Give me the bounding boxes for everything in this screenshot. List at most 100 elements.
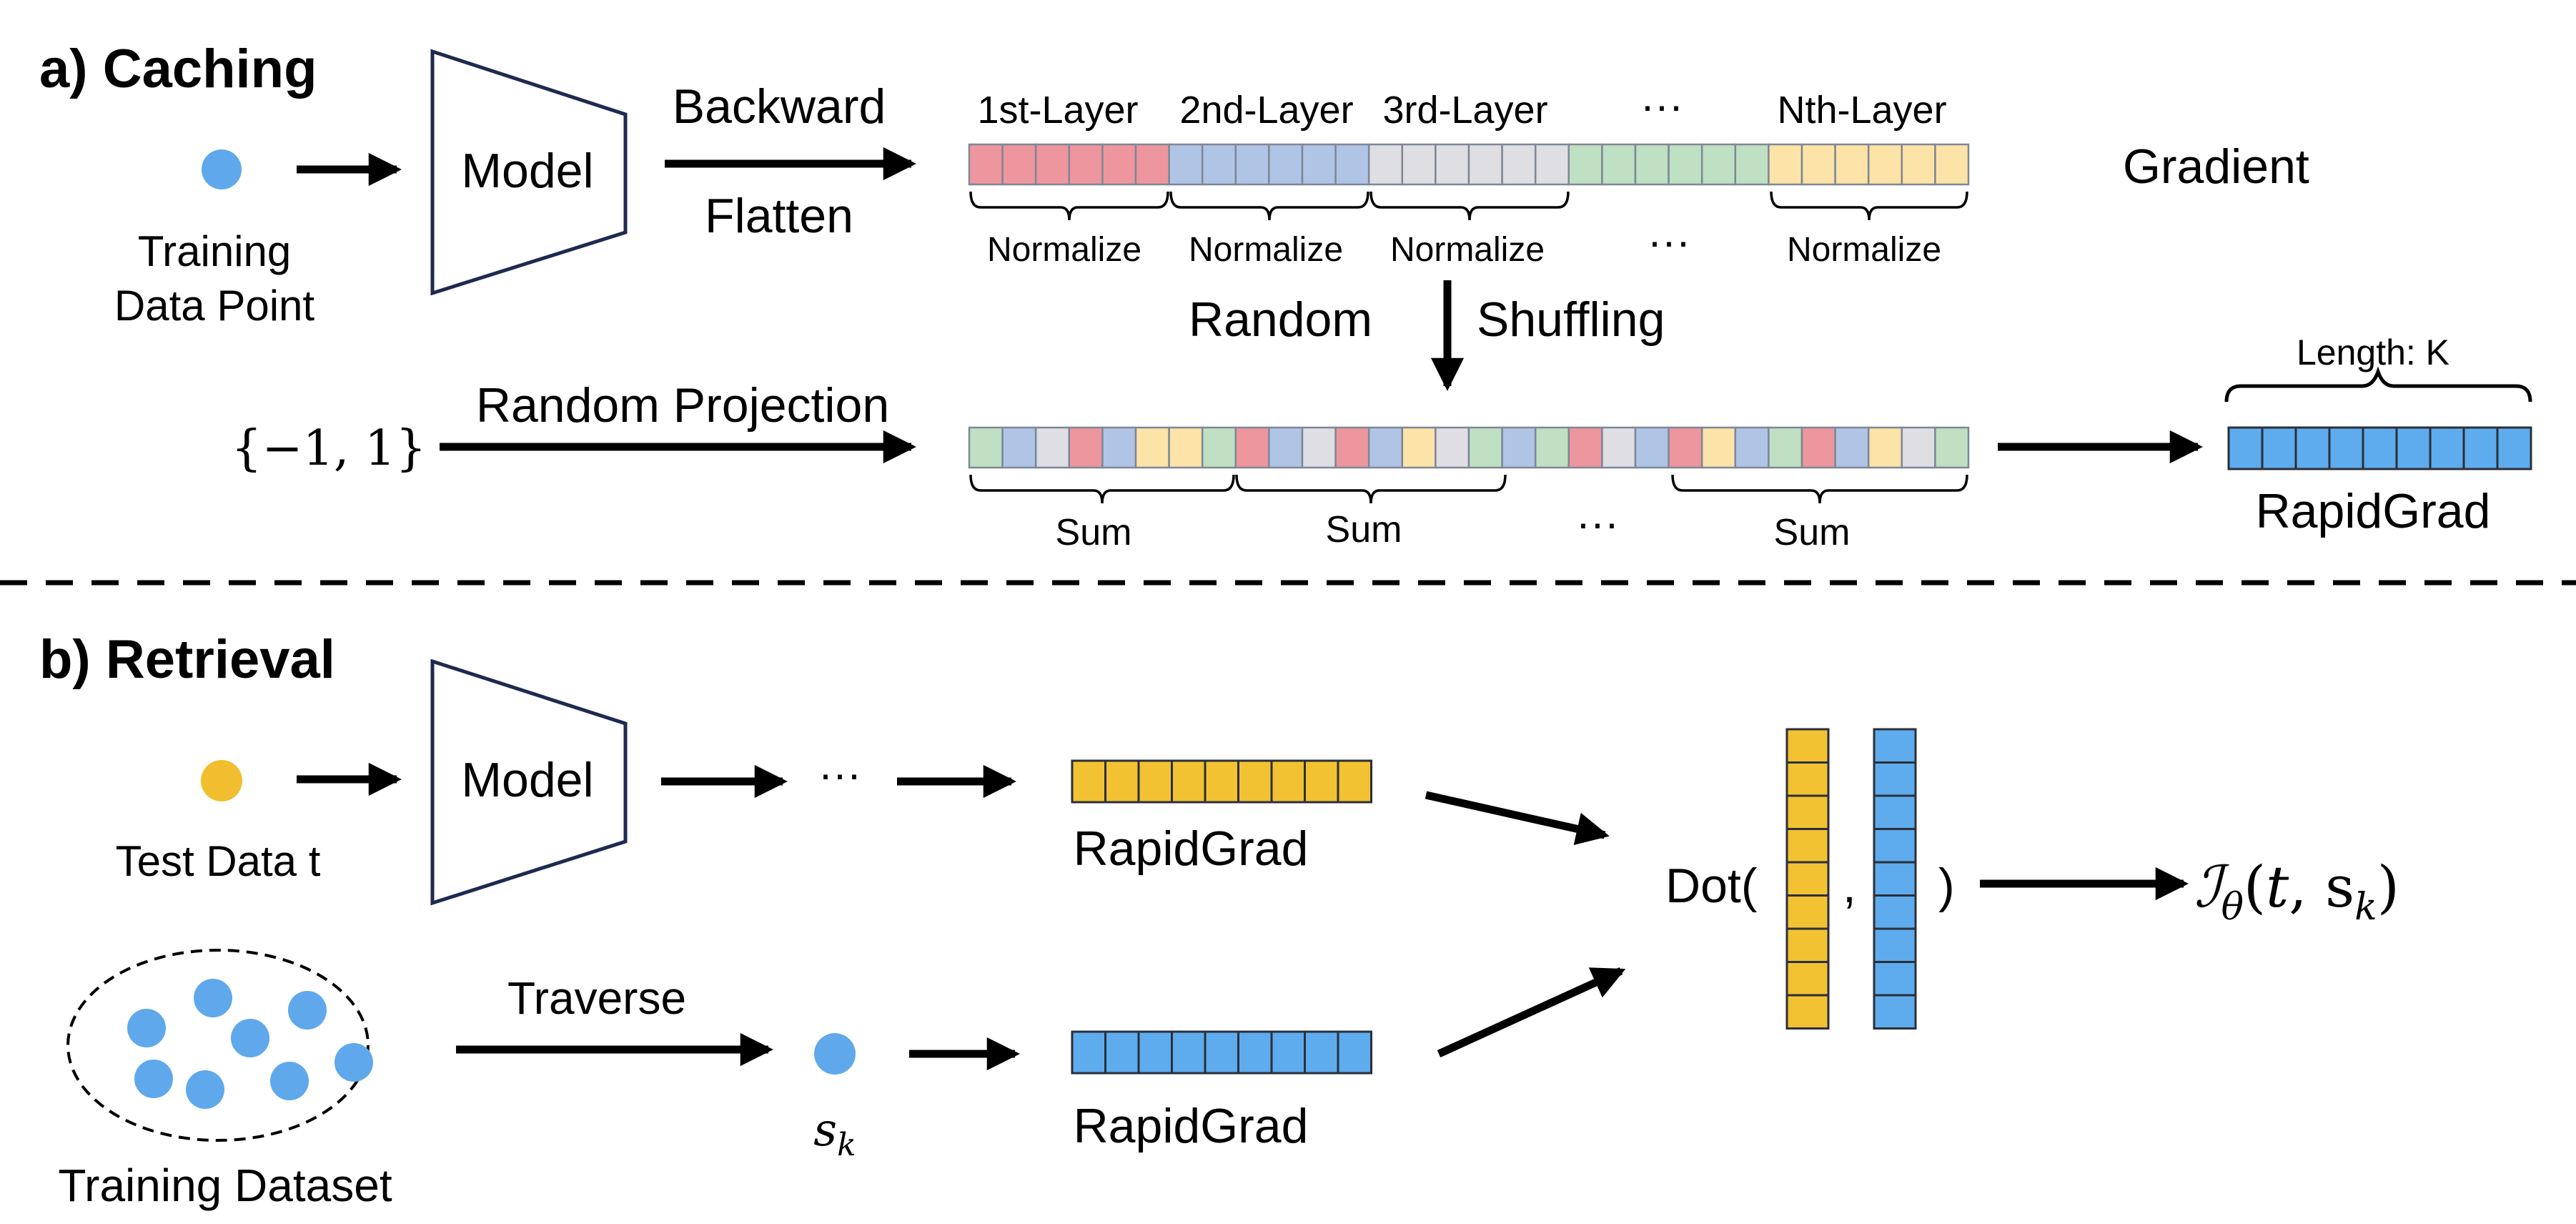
normalize-label-1: Normalize <box>987 231 1141 269</box>
rapidgrad-cell <box>2496 426 2532 470</box>
shuffled-cell <box>1068 426 1104 469</box>
gradient-cell <box>1068 143 1104 186</box>
rapidgrad-cell <box>1270 1030 1306 1075</box>
vector-cell <box>1873 728 1917 764</box>
rapidgrad-cell <box>1337 759 1372 804</box>
gradient-cell <box>1834 143 1870 186</box>
rapidgrad-vector-train <box>1071 1030 1372 1075</box>
rapidgrad-cell <box>1304 1030 1339 1075</box>
dataset-dot <box>270 1062 309 1100</box>
vector-cell <box>1785 961 1830 997</box>
gradient-cell <box>1301 143 1337 186</box>
sk-label: sk <box>813 1104 856 1163</box>
dot-vector-train <box>1873 728 1917 1030</box>
dot-close-label: ) <box>1938 859 1955 913</box>
pipeline-ellipsis: ··· <box>818 750 861 798</box>
rapidgrad-label-a: RapidGrad <box>2256 484 2491 538</box>
sum-label-3: Sum <box>1774 512 1851 553</box>
rapidgrad-cell <box>2294 426 2331 470</box>
shuffled-vector <box>968 426 1970 469</box>
shuffled-cell <box>1534 426 1570 469</box>
vector-cell <box>1785 761 1830 797</box>
backward-label: Backward <box>673 79 886 134</box>
shuffled-cell <box>1201 426 1237 469</box>
gradient-cell <box>1268 143 1304 186</box>
length-k-label: Length: K <box>2297 332 2449 372</box>
gradient-label: Gradient <box>2123 139 2309 194</box>
shuffled-cell <box>1867 426 1903 469</box>
vector-cell <box>1873 861 1917 897</box>
layer-label-1: 1st-Layer <box>977 89 1138 132</box>
gradient-cell <box>1034 143 1071 186</box>
dataset-dot <box>335 1043 373 1082</box>
normalize-ellipsis: ··· <box>1648 217 1690 265</box>
rapidgrad-cell <box>2429 426 2465 470</box>
rapidgrad-cell <box>2395 426 2432 470</box>
gradient-cell <box>1934 143 1970 186</box>
gradient-cell <box>1001 143 1037 186</box>
shuffled-cell <box>1268 426 1304 469</box>
sum-ellipsis: ··· <box>1576 499 1619 547</box>
training-data-point-dot <box>202 149 242 189</box>
normalize-brace <box>969 191 1169 221</box>
rapidgrad-cell <box>1237 759 1273 804</box>
rapidgrad-cell <box>1071 759 1106 804</box>
influence-open-paren: ( <box>2244 854 2266 920</box>
gradient-cell <box>1501 143 1537 186</box>
vector-cell <box>1873 894 1917 930</box>
section-b-title: b) Retrieval <box>39 629 335 690</box>
influence-comma: , s <box>2289 854 2354 920</box>
training-dataset-label: Training Dataset <box>58 1160 392 1211</box>
rapidgrad-cell <box>1237 1030 1273 1075</box>
normalize-brace <box>1169 191 1369 221</box>
vector-cell <box>1785 994 1830 1030</box>
sk-dot <box>814 1033 856 1075</box>
model-label-a: Model <box>461 144 593 198</box>
model-trapezoid-a <box>430 49 628 296</box>
normalize-label-n: Normalize <box>1787 231 1941 269</box>
shuffled-cell <box>1768 426 1803 469</box>
layer-label-n: Nth-Layer <box>1777 89 1946 132</box>
dot-vector-test <box>1785 728 1830 1030</box>
rapidgrad-cell <box>2328 426 2364 470</box>
shuffled-cell <box>1134 426 1170 469</box>
dataset-dot <box>127 1009 166 1047</box>
training-dataset-ellipse <box>66 949 370 1142</box>
sk-subscript: k <box>837 1127 856 1163</box>
gradient-cell <box>1401 143 1437 186</box>
length-brace <box>2224 366 2532 403</box>
rapidgrad-cell <box>1137 759 1173 804</box>
layer-label-3: 3rd-Layer <box>1382 89 1547 132</box>
dot-open-label: Dot( <box>1665 859 1758 913</box>
gradient-cell <box>1467 143 1503 186</box>
rapidgrad-label-test: RapidGrad <box>1074 821 1309 876</box>
rapidgrad-cell <box>1171 759 1207 804</box>
gradient-cell <box>1435 143 1470 186</box>
rapidgrad-cell <box>2261 426 2297 470</box>
vector-cell <box>1873 828 1917 864</box>
gradient-cell <box>1734 143 1770 186</box>
rapidgrad-label-train: RapidGrad <box>1074 1099 1309 1153</box>
vector-cell <box>1873 794 1917 830</box>
layer-label-ellipsis: ··· <box>1640 82 1683 129</box>
model-label-b: Model <box>461 753 593 807</box>
rapidgrad-cell <box>1304 759 1339 804</box>
gradient-cell <box>1367 143 1404 186</box>
normalize-braces <box>969 191 1968 221</box>
shuffled-cell <box>1634 426 1670 469</box>
sum-brace <box>1671 474 1968 504</box>
dataset-dot <box>186 1070 224 1109</box>
length-k-text: Length: K <box>2297 332 2449 372</box>
shuffled-cell <box>1901 426 1936 469</box>
influence-close-paren: ) <box>2377 854 2399 920</box>
shuffled-cell <box>1234 426 1270 469</box>
test-data-label: Test Data t <box>116 837 321 885</box>
traverse-label: Traverse <box>507 972 686 1024</box>
gradient-cell <box>1601 143 1637 186</box>
vector-cell <box>1873 761 1917 797</box>
shuffled-cell <box>1668 426 1703 469</box>
shuffled-cell <box>1001 426 1037 469</box>
shuffled-cell <box>1800 426 1836 469</box>
rapidgrad-vector-a <box>2227 426 2532 470</box>
training-dataset-dots <box>127 979 373 1109</box>
